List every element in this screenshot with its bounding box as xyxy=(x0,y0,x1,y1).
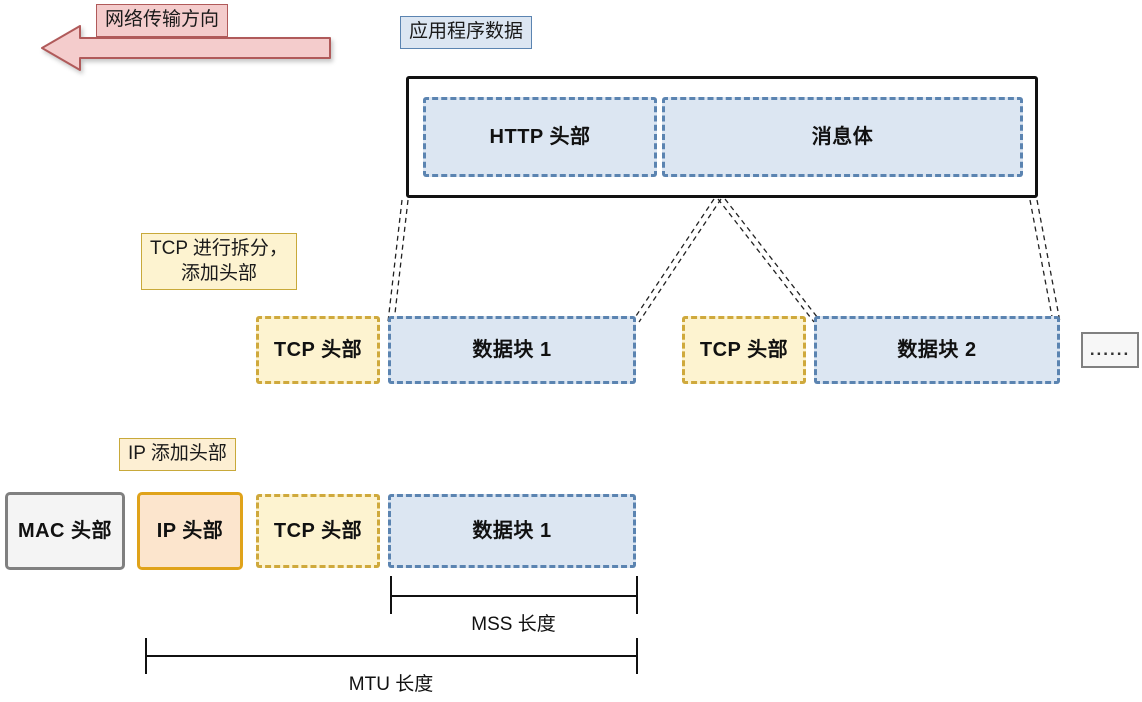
mac-header-block: MAC 头部 xyxy=(5,492,125,570)
http-header-block: HTTP 头部 xyxy=(423,97,657,177)
application-data-callout: 应用程序数据 xyxy=(400,16,533,49)
ip-header-callout: IP 添加头部 xyxy=(119,438,236,471)
tcp-header-block-2: TCP 头部 xyxy=(682,316,806,384)
network-flow-arrow xyxy=(40,24,332,72)
tcp-header-block-3: TCP 头部 xyxy=(256,494,380,568)
mtu-length-label: MTU 长度 xyxy=(348,674,434,696)
ip-header-block: IP 头部 xyxy=(137,492,243,570)
data-block-2: 数据块 2 xyxy=(814,316,1060,384)
data-block-1-encapsulated: 数据块 1 xyxy=(388,494,636,568)
mss-span-line xyxy=(390,595,637,597)
flow-direction-label: 网络传输方向 xyxy=(96,4,229,37)
tcp-callout-line-2: 添加头部 xyxy=(180,262,257,284)
tcp-callout-line-1: TCP 进行拆分， xyxy=(150,238,288,259)
tcp-header-block-1: TCP 头部 xyxy=(256,316,380,384)
more-blocks-ellipsis: ...... xyxy=(1081,332,1139,368)
mtu-span-line xyxy=(145,655,637,657)
message-body-block: 消息体 xyxy=(662,97,1023,177)
mss-length-label: MSS 长度 xyxy=(471,614,556,636)
flow-arrow-icon xyxy=(41,25,331,71)
tcp-segmentation-callout: TCP 进行拆分， 添加头部 xyxy=(141,233,297,291)
data-block-1: 数据块 1 xyxy=(388,316,636,384)
